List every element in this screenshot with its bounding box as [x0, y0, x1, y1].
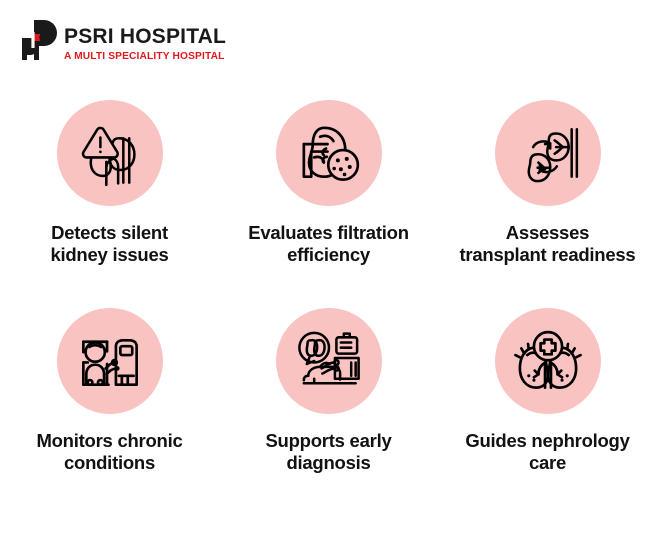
feature-icon-badge	[494, 308, 601, 414]
kidney-transplant-exchange-icon	[511, 116, 585, 190]
feature-icon-badge	[275, 100, 382, 206]
feature-caption-line2: efficiency	[287, 243, 370, 265]
feature-icon-badge	[56, 308, 163, 414]
patient-dialysis-machine-icon	[73, 324, 147, 398]
kidney-filtration-glomerulus-icon	[292, 116, 366, 190]
brand-wordmark: PSRI HOSPITAL A MULTI SPECIALITY HOSPITA…	[64, 18, 226, 62]
feature-caption-line2: care	[528, 451, 567, 473]
feature-caption-line2: diagnosis	[286, 451, 371, 473]
psri-p-monogram-icon	[20, 18, 60, 62]
feature-caption: Detects silent kidney issues	[2, 222, 218, 265]
kidneys-warning-triangle-icon	[73, 116, 147, 190]
feature-caption-line1: Monitors chronic	[36, 430, 183, 451]
brand-tagline: A MULTI SPECIALITY HOSPITAL	[64, 51, 225, 62]
feature-caption-line1: Assesses	[505, 222, 590, 243]
feature-caption: Supports early diagnosis	[221, 430, 437, 473]
feature-grid: Detects silent kidney issues	[0, 100, 657, 516]
feature-item: Detects silent kidney issues	[0, 100, 219, 308]
feature-caption-line2: kidney issues	[50, 243, 169, 265]
kidneys-medical-cross-icon	[511, 324, 585, 398]
feature-caption: Assesses transplant readiness	[440, 222, 656, 265]
brand-name: PSRI HOSPITAL	[64, 25, 227, 48]
feature-caption-line1: Guides nephrology	[465, 430, 630, 451]
feature-icon-badge	[56, 100, 163, 206]
feature-item: Monitors chronic conditions	[0, 308, 219, 516]
feature-item: Assesses transplant readiness	[438, 100, 657, 308]
feature-item: Supports early diagnosis	[219, 308, 438, 516]
feature-caption: Guides nephrology care	[440, 430, 656, 473]
feature-caption-line2: conditions	[63, 451, 156, 473]
feature-caption: Evaluates filtration efficiency	[221, 222, 437, 265]
feature-caption-line2: transplant readiness	[459, 243, 636, 265]
feature-caption-line1: Supports early	[265, 430, 392, 451]
feature-icon-badge	[275, 308, 382, 414]
patient-diagnosis-equipment-icon	[292, 324, 366, 398]
feature-caption-line1: Evaluates filtration	[248, 222, 409, 243]
feature-caption-line1: Detects silent	[51, 222, 168, 243]
brand-header: PSRI HOSPITAL A MULTI SPECIALITY HOSPITA…	[20, 18, 226, 64]
feature-caption: Monitors chronic conditions	[2, 430, 218, 473]
feature-item: Evaluates filtration efficiency	[219, 100, 438, 308]
feature-icon-badge	[494, 100, 601, 206]
feature-item: Guides nephrology care	[438, 308, 657, 516]
